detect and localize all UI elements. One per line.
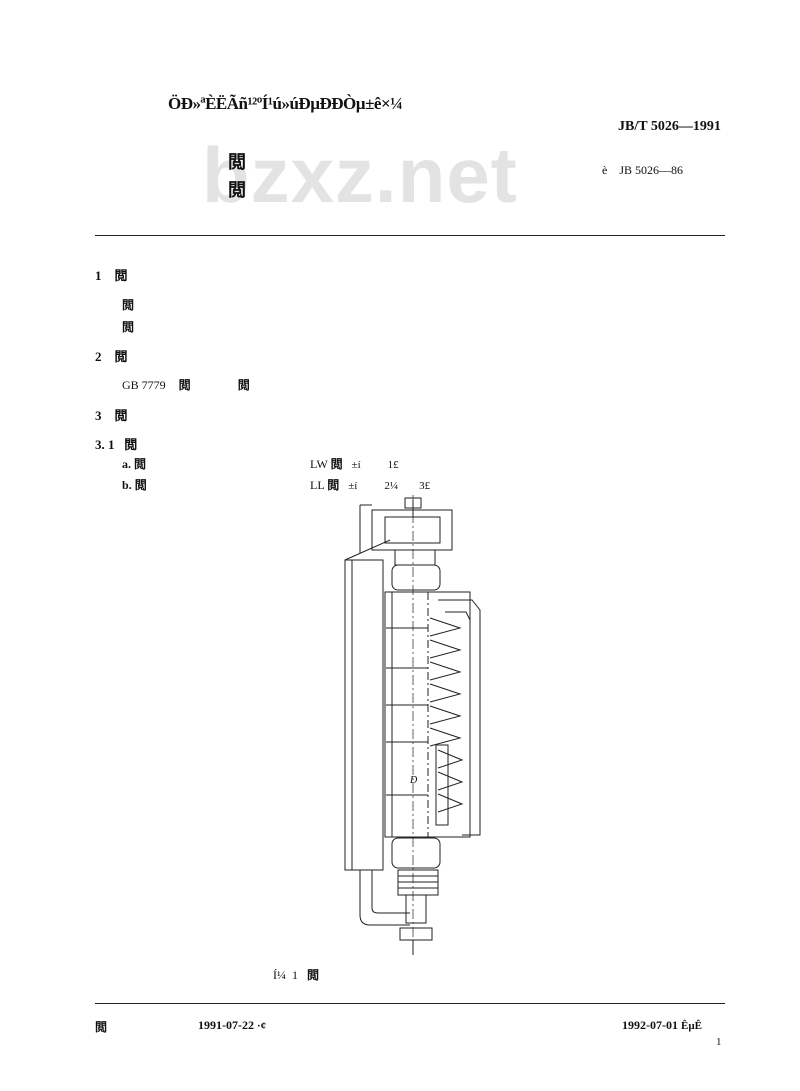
- issue-date: 1991-07-22: [198, 1018, 254, 1032]
- section-3-1-heading: 3. 1 閲: [95, 434, 137, 453]
- page-number: 1: [716, 1036, 722, 1048]
- section-2-title: 閲: [114, 349, 128, 364]
- reference-glyph-1: 閲: [178, 378, 191, 392]
- bottom-nut: [399, 927, 433, 941]
- item-a-ref: 1£: [387, 459, 399, 471]
- title-glyph-1: 閲: [228, 152, 246, 172]
- section-1-line-1: 閲: [122, 298, 135, 312]
- frame-left-panel: [344, 559, 384, 871]
- standard-number: JB/T 5026—1991: [618, 119, 721, 134]
- item-b-ref-2: 3£: [419, 480, 431, 492]
- replaces-standard: JB 5026—86: [619, 163, 684, 177]
- footer-rule: [95, 1003, 725, 1004]
- figure-caption-prefix: Í¼: [273, 968, 286, 982]
- title-glyph-2: 閲: [228, 180, 246, 200]
- replaces-note: è JB 5026—86: [602, 163, 683, 178]
- item-b-label: b.: [122, 478, 132, 492]
- item-b-model: LL: [310, 478, 325, 492]
- dimension-d-label: D: [409, 775, 418, 786]
- item-a-label: a.: [122, 457, 131, 471]
- section-3-number: 3: [95, 408, 102, 423]
- section-1-heading: 1 閲: [95, 265, 128, 284]
- section-2-number: 2: [95, 349, 102, 364]
- implementation-date: 1992-07-01: [622, 1018, 678, 1032]
- item-b-model-glyph: 閲: [327, 478, 340, 492]
- watermark: bzxz.net: [202, 131, 518, 219]
- figure-caption-text: 閲: [307, 968, 320, 982]
- section-2-heading: 2 閲: [95, 346, 128, 365]
- item-b-model-line: LL 閲 ±í 2¼ 3£: [310, 476, 430, 493]
- section-1-title: 閲: [114, 268, 128, 283]
- replaces-prefix: è: [602, 163, 608, 177]
- section-2-reference: GB 7779 閲 閲: [122, 376, 250, 393]
- item-a: a. 閲: [122, 455, 146, 472]
- technical-drawing: D: [344, 495, 481, 958]
- item-a-text: 閲: [134, 457, 147, 471]
- reference-glyph-2: 閲: [237, 378, 250, 392]
- figure-caption: Í¼ 1 閲: [273, 966, 319, 983]
- section-3-heading: 3 閲: [95, 405, 128, 424]
- section-3-1-number: 3. 1: [95, 437, 115, 452]
- header-rule: [95, 235, 725, 236]
- reference-code: GB 7779: [122, 378, 166, 392]
- section-1-number: 1: [95, 268, 102, 283]
- item-a-mark: ±í: [351, 459, 361, 471]
- item-a-model-glyph: 閲: [330, 457, 343, 471]
- outlet-pipe: [359, 870, 410, 926]
- implementation-date-line: 1992-07-01 ÊµÊ: [622, 1018, 702, 1033]
- implementation-mark: ÊµÊ: [681, 1020, 703, 1032]
- document-title: 閲 閲: [228, 148, 246, 204]
- upper-bearing: [391, 564, 441, 591]
- section-3-1-title: 閲: [124, 437, 138, 452]
- issue-mark: ·¢: [257, 1020, 267, 1032]
- item-a-model-line: LW 閲 ±í 1£: [310, 455, 399, 472]
- item-b-mark: ±í: [348, 480, 358, 492]
- footer-left: 閲: [95, 1020, 108, 1034]
- issue-date-line: 1991-07-22 ·¢: [198, 1018, 266, 1033]
- publisher-line: ÖÐ»ªÈËÃñ¹²ºÍ¹ú»úÐµÐÐÒµ±ê×¼: [168, 94, 403, 113]
- item-a-model: LW: [310, 457, 328, 471]
- item-b: b. 閲: [122, 476, 147, 493]
- item-b-text: 閲: [134, 478, 147, 492]
- section-3-title: 閲: [114, 408, 128, 423]
- item-b-ref-1: 2¼: [384, 480, 399, 492]
- lower-bearing: [391, 837, 441, 869]
- separator-discs: [429, 617, 464, 813]
- section-1-line-2: 閲: [122, 320, 135, 334]
- figure-caption-number: 1: [292, 968, 298, 982]
